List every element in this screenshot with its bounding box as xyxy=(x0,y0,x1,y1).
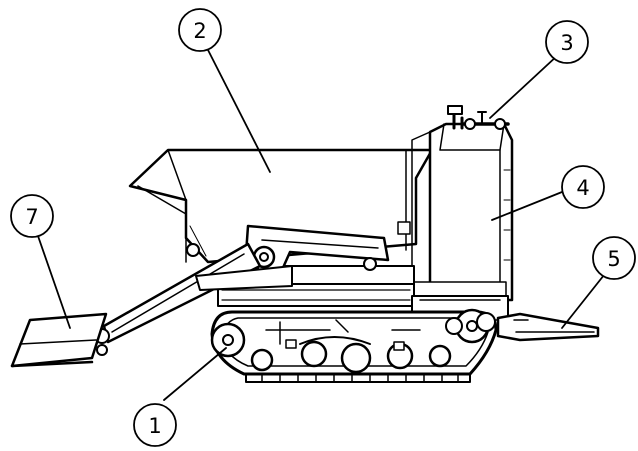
loader-bucket xyxy=(10,312,108,368)
callout-1-label: 1 xyxy=(148,414,161,438)
callout-2: 2 xyxy=(178,8,222,52)
callout-4-label: 4 xyxy=(576,176,589,200)
loader-arm xyxy=(94,224,390,356)
callout-2-label: 2 xyxy=(193,19,206,43)
leader-3 xyxy=(489,54,559,119)
callout-5: 5 xyxy=(592,236,636,280)
leader-2 xyxy=(207,49,271,173)
leader-5 xyxy=(561,269,609,329)
callout-3-label: 3 xyxy=(560,31,573,55)
hopper xyxy=(128,148,434,264)
callout-3: 3 xyxy=(545,20,589,64)
callout-7-label: 7 xyxy=(25,205,38,229)
callout-4: 4 xyxy=(561,165,605,209)
callout-1: 1 xyxy=(133,403,177,447)
handle-controls xyxy=(447,105,510,130)
leader-lines xyxy=(37,49,609,401)
engine-housing xyxy=(411,122,514,302)
rear-platform xyxy=(445,312,600,342)
callout-7: 7 xyxy=(10,194,54,238)
crawler-track xyxy=(210,308,498,383)
leader-7 xyxy=(37,235,71,329)
callout-5-label: 5 xyxy=(607,247,620,271)
leader-1 xyxy=(163,347,227,401)
leader-4 xyxy=(491,191,563,221)
